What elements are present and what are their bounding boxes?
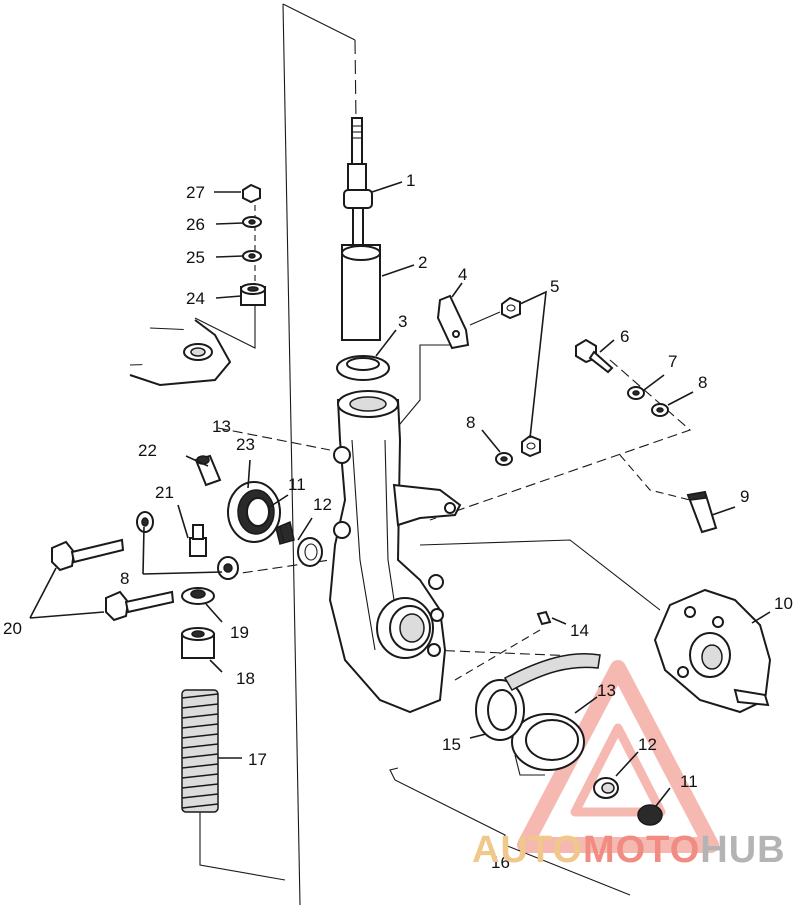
callout-25: 25 (186, 248, 205, 267)
callout-17: 17 (248, 750, 267, 769)
strut-rod (343, 117, 373, 249)
coil-spring-17 (181, 689, 219, 813)
callout-2: 2 (418, 253, 427, 272)
nut-lower (521, 434, 541, 458)
svg-text:AUTOMOTOHUB: AUTOMOTOHUB (472, 829, 786, 871)
washer-left-lower (217, 556, 239, 580)
bolt-left-lower-20 (105, 590, 175, 622)
bearing-right-13 (511, 713, 585, 776)
washer-right-7 (627, 386, 645, 400)
callout-11-left: 11 (288, 475, 306, 494)
callout-23: 23 (236, 435, 255, 454)
callout-27: 27 (186, 183, 205, 202)
tie-rod-link (503, 652, 601, 692)
stud-22 (194, 454, 222, 487)
frame-lines (129, 3, 692, 906)
nut-upper (501, 296, 521, 320)
washer-26 (242, 216, 262, 228)
washer-left-upper (136, 511, 154, 533)
spacer-right-12 (593, 777, 619, 799)
callout-3: 3 (398, 312, 407, 331)
top-nut-27 (242, 183, 261, 204)
callout-6: 6 (620, 327, 629, 346)
spacer-left-12 (297, 537, 323, 567)
callout-20: 20 (3, 619, 22, 638)
callout-18: 18 (236, 669, 255, 688)
washer-25 (242, 250, 262, 262)
callout-9: 9 (740, 487, 749, 506)
callout-26: 26 (186, 215, 205, 234)
callout-12-left: 12 (313, 495, 332, 514)
washer-middle-8 (495, 452, 513, 466)
leader-lines (29, 181, 771, 807)
small-bolt-14 (536, 610, 552, 626)
callout-11-right: 11 (680, 772, 698, 791)
nut-bolt-21 (189, 524, 207, 557)
seal-15 (475, 679, 525, 741)
callout-22: 22 (138, 441, 157, 460)
callout-21: 21 (155, 483, 174, 502)
callout-8-left: 8 (120, 569, 129, 588)
callout-8-middle: 8 (466, 413, 475, 432)
callout-13-right: 13 (597, 681, 616, 700)
watermark-logo: AUTOMOTOHUB (472, 829, 786, 871)
wedge-block (686, 490, 718, 534)
callout-5: 5 (550, 277, 559, 296)
seal-ring (336, 355, 390, 381)
callout-14: 14 (570, 621, 589, 640)
watermark-part-c: HUB (700, 829, 785, 871)
callout-4: 4 (458, 265, 467, 284)
callout-10: 10 (774, 594, 793, 613)
watermark-part-b: MOTO (583, 829, 700, 871)
bushing-18 (181, 627, 215, 659)
callout-19: 19 (230, 623, 249, 642)
nut-right-11 (637, 804, 663, 826)
callout-8-right: 8 (698, 373, 707, 392)
bracket (436, 294, 470, 350)
callout-labels: 1 2 3 4 5 6 7 8 8 8 9 10 11 11 12 12 13 … (3, 171, 793, 872)
callout-16: 16 (491, 853, 510, 872)
callout-13-left: 13 (212, 417, 231, 436)
callout-15: 15 (442, 735, 461, 754)
bushing-24 (240, 283, 266, 306)
strut-tube (341, 244, 381, 341)
callout-24: 24 (186, 289, 205, 308)
flange-nut-19 (181, 587, 215, 605)
callout-7: 7 (668, 352, 677, 371)
callout-12-right: 12 (638, 735, 657, 754)
callout-1: 1 (406, 171, 415, 190)
bolt-left-upper-20 (51, 538, 125, 572)
watermark-part-a: AUTO (472, 829, 583, 871)
spindle-housing (328, 390, 462, 714)
washer-right-8 (651, 403, 669, 417)
bearing-left-23 (227, 481, 281, 543)
bolt-right (575, 338, 614, 374)
control-arm-end (129, 319, 232, 387)
bearing-cone-11 (275, 520, 295, 545)
brake-caliper (653, 588, 772, 714)
